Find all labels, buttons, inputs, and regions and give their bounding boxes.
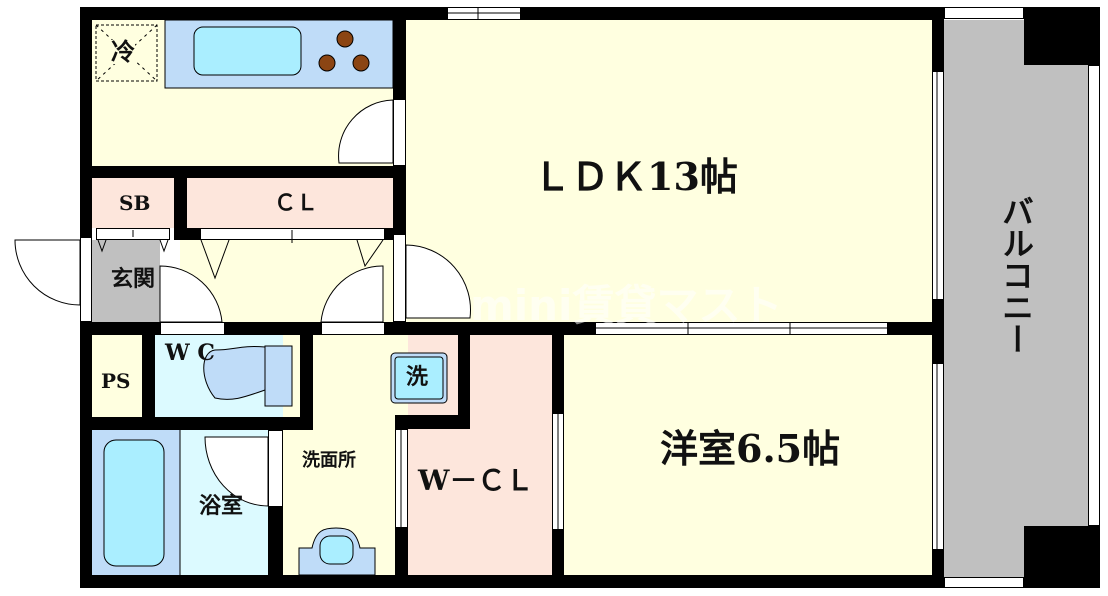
entrance-door-swing xyxy=(14,239,81,306)
closet-label: ＣＬ xyxy=(274,190,319,216)
toilet-bowl-icon xyxy=(203,346,266,400)
refrigerator-label: 冷 xyxy=(111,37,135,66)
bathroom-label: 浴室 xyxy=(199,493,244,519)
wall-wash-wcl xyxy=(458,335,470,415)
balcony-column-top xyxy=(1024,7,1100,65)
wc-door-swing xyxy=(159,265,223,323)
wall-closet-bottom-mid xyxy=(174,228,200,240)
ldk-label: ＬＤＫ13帖 xyxy=(533,154,738,199)
balcony-label: バルコニー xyxy=(997,195,1035,355)
stove-burner-icon xyxy=(352,54,370,72)
balcony-rail-right xyxy=(1088,65,1100,526)
walk-in-closet-upper xyxy=(470,335,552,415)
wall-ps-wc xyxy=(142,335,155,430)
wall-ldk-bottom-right xyxy=(888,322,942,335)
wall-wcl-western-bottom xyxy=(552,530,564,578)
wall-kitchen-bottom xyxy=(80,166,404,178)
entrance-label: 玄関 xyxy=(111,266,156,292)
shoe-box-label: SB xyxy=(119,191,151,215)
balcony-column-bottom xyxy=(1024,526,1100,588)
kitchen-door-swing xyxy=(338,99,394,164)
closet xyxy=(187,178,393,228)
wall-wash-wcl-step xyxy=(395,415,470,429)
balcony-rail-top xyxy=(944,7,1024,19)
wall-east-upper xyxy=(932,7,944,71)
wall-cl-right xyxy=(393,166,406,234)
walk-in-closet-label: W－ＣＬ xyxy=(418,464,534,497)
pipe-space xyxy=(92,335,142,417)
washroom-label: 洗面所 xyxy=(302,450,356,471)
window-western-east xyxy=(932,363,944,550)
wall-wc-right xyxy=(300,335,313,430)
bathtub-icon xyxy=(103,439,165,567)
wall-kitchen-ldk xyxy=(393,7,406,99)
wall-wcl-western-top xyxy=(552,335,564,413)
wall-hall-bottom-right xyxy=(385,322,595,335)
ldk-floor xyxy=(404,20,932,322)
toilet-label: W C xyxy=(165,340,215,366)
wall-bath-right xyxy=(268,507,283,577)
wall-east-lower xyxy=(932,550,944,588)
washing-machine-label: 洗 xyxy=(406,364,429,390)
western-room-label: 洋室6.5帖 xyxy=(660,426,841,471)
wall-wc-bottom xyxy=(80,417,313,430)
washroom-door-swing xyxy=(320,265,384,323)
toilet-tank-icon xyxy=(264,345,293,407)
stove-burner-icon xyxy=(318,54,336,72)
outer-wall-left xyxy=(80,7,92,237)
western-room-floor xyxy=(564,335,934,575)
window-ldk-east xyxy=(932,71,944,300)
wall-hall-bottom-mid xyxy=(225,322,321,335)
refrigerator-icon xyxy=(95,24,158,82)
wall-wash-wcl-lower xyxy=(395,528,408,578)
ldk-door-swing xyxy=(405,244,471,319)
wall-hall-bottom xyxy=(80,322,160,335)
balcony-floor xyxy=(943,20,1088,578)
pipe-space-label: PS xyxy=(101,369,131,393)
wall-sb-cl xyxy=(174,166,187,238)
bath-door-swing xyxy=(204,436,269,507)
balcony-rail-bottom xyxy=(944,577,1024,588)
stove-burner-icon xyxy=(336,30,354,48)
shoe-box xyxy=(92,178,174,228)
watermark: mini賃貸マスト xyxy=(470,281,783,330)
outer-wall-left-lower xyxy=(80,322,92,588)
entrance-floor xyxy=(92,240,160,322)
wall-east-mid xyxy=(932,300,944,363)
outer-wall-bottom xyxy=(80,575,942,588)
kitchen-sink-icon xyxy=(193,26,302,76)
